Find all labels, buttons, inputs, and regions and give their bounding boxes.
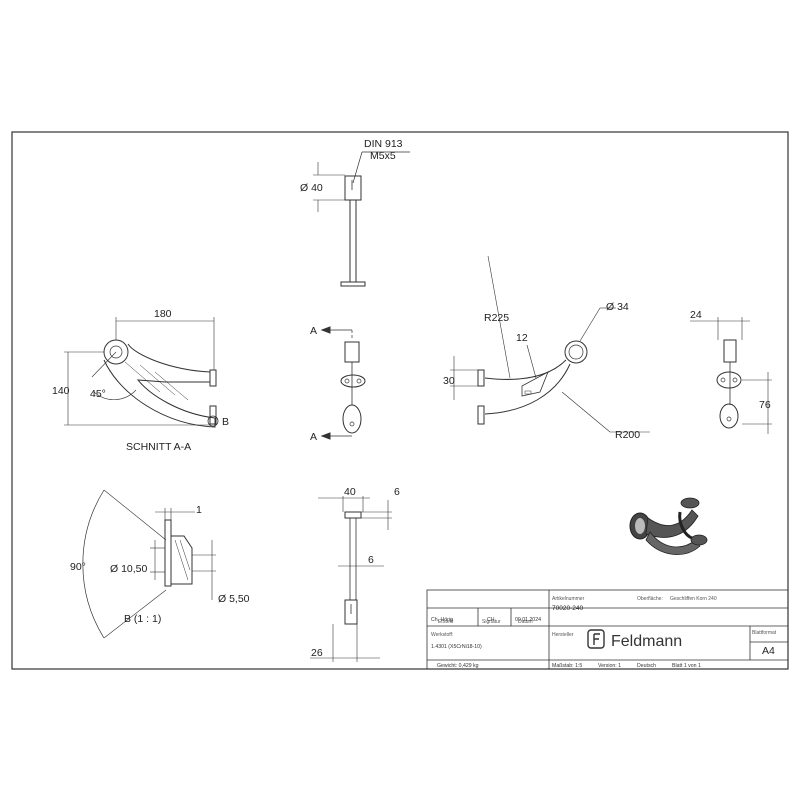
dim-dia-34: Ø 34 (606, 301, 629, 313)
tb-col-date: Datum (518, 619, 533, 625)
dim-dia-10-50: Ø 10,50 (110, 563, 148, 575)
dim-140: 140 (52, 385, 70, 397)
side-view-right (450, 255, 650, 433)
title-block (426, 589, 789, 670)
tb-scale: Maßstab: 1:5 (552, 663, 582, 669)
radius-r200: R200 (615, 429, 640, 441)
tb-sheet-format: A4 (762, 645, 775, 657)
tb-col-created: Erstellt (438, 619, 454, 625)
dim-24: 24 (690, 309, 702, 321)
radius-r225: R225 (484, 312, 509, 324)
side-view-center (320, 326, 366, 440)
bottom-view (310, 496, 392, 662)
tb-manufacturer-label: Hersteller (552, 632, 574, 638)
isometric-view (629, 497, 708, 555)
dim-dia-40: Ø 40 (300, 182, 323, 194)
tb-version: Version: 1 (598, 663, 621, 669)
section-arrow-a-bottom: A (310, 431, 317, 443)
detail-marker-b: B (222, 416, 229, 428)
tb-article-number: 70020-240 (552, 605, 583, 612)
tb-language: Deutsch (637, 663, 656, 669)
section-a-a-view (64, 317, 219, 428)
dim-6-top: 6 (394, 486, 400, 498)
tb-col-signature: Signatur (482, 619, 501, 625)
section-title: SCHNITT A-A (126, 441, 191, 453)
tb-sheet: Blatt 1 von 1 (672, 663, 701, 669)
tb-material-value: 1.4301 (X5CrNi18-10) (431, 644, 482, 650)
tb-checked-by: Ch. Hörig (431, 617, 453, 623)
tb-date: 09.01.2024 (515, 617, 541, 623)
front-view-top (313, 151, 410, 287)
thread-spec-line2: M5x5 (370, 150, 396, 162)
dim-angle-45: 45° (90, 388, 106, 400)
dim-dia-5-50: Ø 5,50 (218, 593, 250, 605)
tb-article-label: Artikelnummer (552, 596, 585, 602)
dim-6-mid: 6 (368, 554, 374, 566)
detail-b-view (82, 489, 216, 639)
dim-40: 40 (344, 486, 356, 498)
tb-material-label: Werkstoff: (431, 632, 453, 638)
tb-surface-value: Geschliffen Korn 240 (670, 596, 717, 602)
tb-weight: Gewicht: 0,429 kg (437, 663, 479, 669)
dim-30: 30 (443, 375, 455, 387)
feldmann-logo-icon (587, 629, 605, 649)
detail-b-title: B (1 : 1) (124, 613, 161, 625)
drawing-frame (11, 131, 789, 670)
tb-surface-label: Oberfläche: (637, 596, 663, 602)
tb-signature: CH (487, 617, 495, 623)
end-view-right (690, 317, 772, 434)
thread-spec-line1: DIN 913 (364, 138, 403, 150)
dim-12: 12 (516, 332, 528, 344)
tb-sheet-format-label: Blattformat (752, 630, 777, 636)
dim-180: 180 (154, 308, 172, 320)
dim-angle-90: 90° (70, 561, 86, 573)
dim-26: 26 (311, 647, 323, 659)
dim-76: 76 (759, 399, 771, 411)
section-arrow-a-top: A (310, 325, 317, 337)
tb-brand: Feldmann (611, 633, 682, 650)
dim-1: 1 (196, 504, 202, 516)
